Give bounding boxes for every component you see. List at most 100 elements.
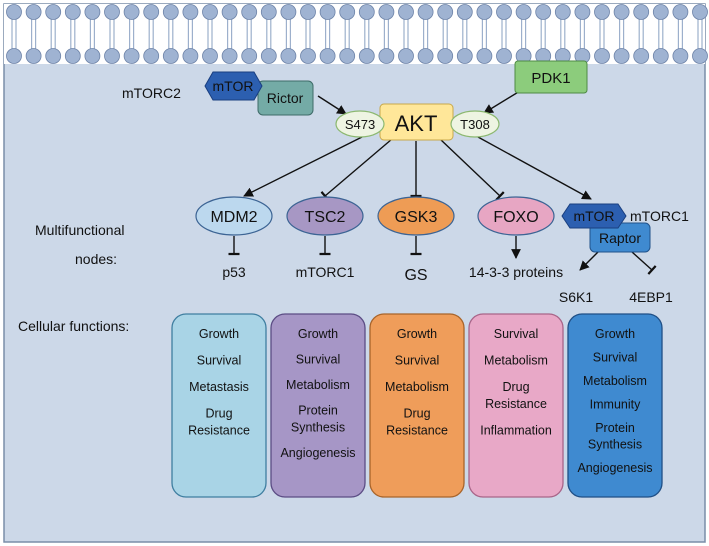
connectors: [228, 90, 657, 275]
function-item: Metabolism: [385, 380, 449, 394]
lipid-head: [613, 4, 630, 20]
function-item: Survival: [197, 354, 241, 368]
lipid-head: [182, 48, 199, 64]
lipid-head: [476, 48, 493, 64]
mtor-label-bottom: mTOR: [574, 208, 615, 224]
lipid-head: [221, 48, 238, 64]
mtorc2-label: mTORC2: [122, 85, 181, 101]
gsk3-node: [377, 196, 455, 236]
akt-to-foxo-inhibition: [439, 138, 505, 201]
lipid-head: [652, 4, 669, 20]
lipid-head: [378, 48, 395, 64]
akt-label: AKT: [395, 111, 438, 136]
lipid-head: [319, 4, 336, 20]
foxo-label: FOXO: [493, 209, 538, 226]
lipid-head: [633, 48, 650, 64]
lipid-head: [594, 48, 610, 64]
lipid-head: [202, 4, 218, 20]
pdk1-node: PDK1: [514, 60, 588, 94]
function-item: Metabolism: [286, 378, 350, 392]
lipid-head: [437, 4, 454, 20]
gsk3-label: GSK3: [395, 209, 438, 226]
lipid-head: [594, 4, 610, 20]
gsk3-target-label: GS: [404, 267, 427, 284]
cell-membrane: [4, 4, 708, 64]
t308-site: [450, 110, 500, 138]
lipid-head: [358, 4, 375, 20]
tsc2-node: [286, 196, 364, 236]
lipid-head: [672, 48, 689, 64]
function-item: Resistance: [485, 397, 547, 411]
mdm2-node: [195, 196, 273, 236]
lipid-head: [25, 4, 42, 20]
akt-to-tsc2-inhibition: [320, 138, 393, 201]
lipid-head: [84, 48, 101, 64]
rictor-box: [257, 80, 314, 116]
function-item: Metastasis: [189, 380, 249, 394]
function-item: Metabolism: [583, 374, 647, 388]
function-item: Drug: [403, 407, 430, 421]
lipid-head: [241, 4, 258, 20]
lipid-head: [300, 48, 316, 64]
function-item: Resistance: [386, 424, 448, 438]
function-item: Growth: [199, 327, 239, 341]
lipid-head: [64, 4, 81, 20]
lipid-head: [319, 48, 336, 64]
lipid-head: [260, 48, 277, 64]
lipid-head: [633, 4, 650, 20]
function-box: [468, 313, 564, 498]
lipid-head: [6, 4, 22, 20]
function-item: Growth: [595, 327, 635, 341]
lipid-head: [143, 4, 160, 20]
function-item: Growth: [298, 327, 338, 341]
function-item: Synthesis: [291, 421, 345, 435]
lipid-head: [221, 4, 238, 20]
lipid-head: [613, 48, 630, 64]
function-item: Survival: [494, 327, 538, 341]
lipid-head: [6, 48, 22, 64]
mdm2-target-label: p53: [222, 264, 246, 280]
lipid-head: [398, 48, 414, 64]
lipid-head: [260, 4, 277, 20]
mtor-label-top: mTOR: [213, 78, 254, 94]
s473-site: [335, 110, 385, 138]
lipid-head: [123, 48, 140, 64]
lipid-head: [104, 48, 120, 64]
lipid-head: [456, 4, 473, 20]
lipid-head: [280, 48, 297, 64]
akt-node: AKT S473 T308: [335, 103, 500, 141]
akt-to-mtorc1-arrow: [477, 136, 592, 200]
lipid-head: [45, 4, 62, 20]
lipid-head: [476, 4, 493, 20]
tsc2-label: TSC2: [305, 209, 346, 226]
lipid-head: [692, 48, 708, 64]
function-item: Drug: [502, 380, 529, 394]
lipid-head: [64, 48, 81, 64]
lipid-head: [672, 4, 689, 20]
mtor-hexagon-top: [204, 71, 263, 101]
lipid-head: [554, 4, 571, 20]
lipid-head: [45, 48, 62, 64]
mtorc2-complex: mTORC2 Rictor mTOR: [122, 71, 314, 116]
raptor-to-s6k1-arrow: [579, 251, 599, 271]
lipid-head: [652, 48, 669, 64]
function-boxes: GrowthSurvivalMetastasisDrugResistanceGr…: [171, 313, 663, 498]
function-item: Survival: [395, 354, 439, 368]
lipid-head: [162, 48, 179, 64]
lipid-head: [456, 48, 473, 64]
lipid-head: [241, 48, 258, 64]
multifunctional-label: Multifunctional: [35, 222, 125, 238]
s6k1-label: S6K1: [559, 289, 593, 305]
mtorc2-to-s473-arrow: [317, 95, 347, 115]
mtor-hexagon-bottom: [561, 203, 627, 229]
4ebp1-label: 4EBP1: [629, 289, 673, 305]
raptor-label: Raptor: [599, 230, 641, 246]
function-item: Survival: [296, 353, 340, 367]
lipid-head: [358, 48, 375, 64]
function-item: Angiogenesis: [280, 446, 355, 460]
lipid-head: [496, 4, 512, 20]
lipid-head: [182, 4, 199, 20]
cellular-functions-label: Cellular functions:: [18, 318, 129, 334]
